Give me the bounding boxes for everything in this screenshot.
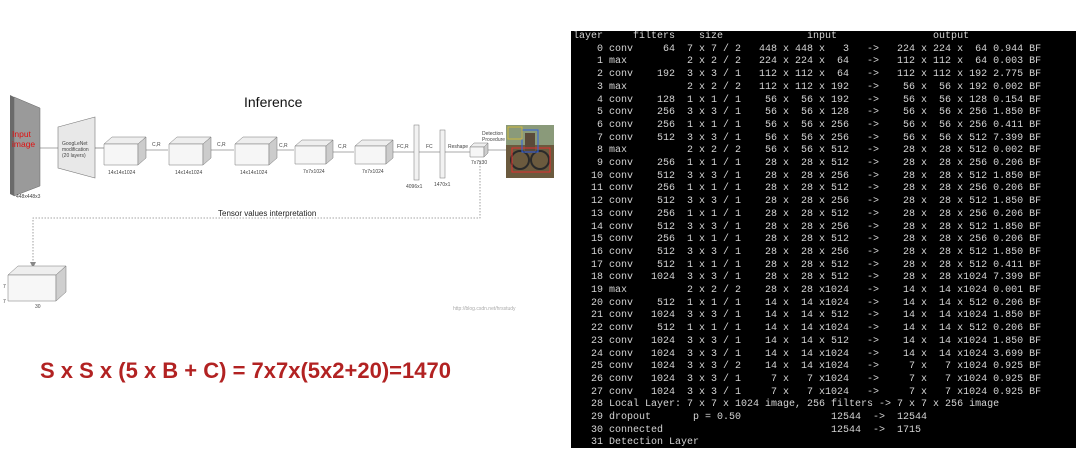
tensor-dim-d: 7 xyxy=(3,299,6,305)
terminal-layer-line: 17 conv 512 1 x 1 / 1 28 x 28 x 512 -> 2… xyxy=(573,259,1042,271)
fc2-size: 1470x1 xyxy=(434,182,451,188)
terminal-layer-line: 16 conv 512 3 x 3 / 1 28 x 28 x 256 -> 2… xyxy=(573,246,1042,258)
terminal-layer-line: 7 conv 512 3 x 3 / 1 56 x 56 x 256 -> 56… xyxy=(573,132,1042,144)
terminal-layer-line: 8 max 2 x 2 / 2 56 x 56 x 512 -> 28 x 28… xyxy=(573,145,1042,157)
googlenet-label: GoogLeNet modification (20 layers) xyxy=(62,141,89,159)
yolo-output-formula: S x S x (5 x B + C) = 7x7x(5x2+20)=1470 xyxy=(40,358,451,383)
fc-layer-4096 xyxy=(413,124,420,181)
terminal-layer-line: 21 conv 1024 3 x 3 / 1 14 x 14 x 512 -> … xyxy=(573,310,1042,322)
diagram-shapes xyxy=(7,95,554,302)
terminal-layer-line: 6 conv 256 1 x 1 / 1 56 x 56 x 256 -> 56… xyxy=(573,119,1042,131)
terminal-layer-line: 30 connected 12544 -> 1715 xyxy=(573,424,922,436)
block-5-size: 7x7x1024 xyxy=(362,169,384,175)
googlenet-block xyxy=(57,116,96,179)
feature-block-2 xyxy=(168,136,212,166)
feature-block-1 xyxy=(103,136,147,166)
terminal-layer-line: 22 conv 512 1 x 1 / 1 14 x 14 x1024 -> 1… xyxy=(573,323,1042,335)
terminal-layer-line: 25 conv 1024 3 x 3 / 2 14 x 14 x1024 -> … xyxy=(573,361,1042,373)
interpretation-arrow-head xyxy=(30,262,36,268)
feature-block-4 xyxy=(294,139,334,165)
terminal-layer-line: 15 conv 256 1 x 1 / 1 28 x 28 x 512 -> 2… xyxy=(573,234,1042,246)
terminal-layer-line: 10 conv 512 3 x 3 / 1 28 x 28 x 256 -> 2… xyxy=(573,170,1042,182)
input-size-label: 448x448x3 xyxy=(16,194,41,200)
terminal-layer-line: 28 Local Layer: 7 x 7 x 1024 image, 256 … xyxy=(573,399,1000,411)
terminal-layer-line: 1 max 2 x 2 / 2 224 x 224 x 64 -> 112 x … xyxy=(573,56,1042,68)
conn-label-3: C,R xyxy=(279,143,288,149)
terminal-layer-line: 12 conv 512 3 x 3 / 1 28 x 28 x 256 -> 2… xyxy=(573,196,1042,208)
terminal-header-line: layer filters size input output xyxy=(573,31,970,42)
input-image-label: Input image xyxy=(12,129,36,149)
terminal-layer-line: 24 conv 1024 3 x 3 / 1 14 x 14 x1024 -> … xyxy=(573,348,1042,360)
fc-layer-1470 xyxy=(439,129,446,179)
terminal-layer-line: 27 conv 1024 3 x 3 / 1 7 x 7 x1024 -> 7 … xyxy=(573,386,1042,398)
terminal-layer-line: 18 conv 1024 3 x 3 / 1 28 x 28 x 512 -> … xyxy=(573,272,1042,284)
terminal-layer-line: 5 conv 256 3 x 3 / 1 56 x 56 x 128 -> 56… xyxy=(573,107,1042,119)
tensor-interpretation-label: Tensor values interpretation xyxy=(218,209,317,218)
watermark: http://blog.csdn.net/hrsstudy xyxy=(453,306,516,312)
terminal-layer-line: 4 conv 128 1 x 1 / 1 56 x 56 x 192 -> 56… xyxy=(573,94,1042,106)
terminal-layer-line: 19 max 2 x 2 / 2 28 x 28 x1024 -> 14 x 1… xyxy=(573,285,1042,296)
fc1-size: 4096x1 xyxy=(406,184,423,190)
terminal-layer-line: 31 Detection Layer xyxy=(573,437,700,448)
tensor-dim-h: 7 xyxy=(3,284,6,290)
conn-label-6: FC xyxy=(426,144,433,150)
terminal-layer-line: 14 conv 512 3 x 3 / 1 28 x 28 x 256 -> 2… xyxy=(573,221,1042,233)
conn-label-5: FC,R xyxy=(397,144,409,150)
feature-block-5 xyxy=(354,139,394,165)
detection-result-image xyxy=(506,125,554,178)
terminal-layer-line: 29 dropout p = 0.50 12544 -> 12544 xyxy=(573,412,928,423)
darknet-terminal-output: layer filters size input output 0 conv 6… xyxy=(571,31,1076,448)
conn-label-2: C,R xyxy=(217,142,226,148)
detection-label: Detection Procedure xyxy=(482,131,506,143)
conn-label-4: C,R xyxy=(338,144,347,150)
block-3-size: 14x14x1024 xyxy=(240,170,268,176)
yolo-inference-diagram: Inference Input image 448x448x3 GoogLeNe… xyxy=(3,94,554,312)
block-1-size: 14x14x1024 xyxy=(108,170,136,176)
terminal-layer-line: 0 conv 64 7 x 7 / 2 448 x 448 x 3 -> 224… xyxy=(573,43,1042,55)
terminal-layer-line: 13 conv 256 1 x 1 / 1 28 x 28 x 512 -> 2… xyxy=(573,208,1042,220)
input-image-slab-side xyxy=(10,95,14,196)
terminal-layer-line: 26 conv 1024 3 x 3 / 1 7 x 7 x1024 -> 7 … xyxy=(573,373,1042,385)
terminal-layer-line: 9 conv 256 1 x 1 / 1 28 x 28 x 512 -> 28… xyxy=(573,158,1042,169)
output-tensor-block xyxy=(469,142,489,158)
terminal-layer-line: 20 conv 512 1 x 1 / 1 14 x 14 x1024 -> 1… xyxy=(573,297,1042,309)
terminal-layer-line: 2 conv 192 3 x 3 / 1 112 x 112 x 64 -> 1… xyxy=(573,69,1042,81)
reshape-size: 7x7x30 xyxy=(471,160,488,166)
feature-block-3 xyxy=(234,136,278,166)
terminal-layer-line: 3 max 2 x 2 / 2 112 x 112 x 192 -> 56 x … xyxy=(573,81,1042,93)
terminal-layer-line: 11 conv 256 1 x 1 / 1 28 x 28 x 512 -> 2… xyxy=(573,183,1042,195)
block-2-size: 14x14x1024 xyxy=(175,170,203,176)
block-4-size: 7x7x1024 xyxy=(303,169,325,175)
conn-label-7: Reshape xyxy=(448,144,469,150)
conn-label-1: C,R xyxy=(152,142,161,148)
terminal-layer-line: 23 conv 1024 3 x 3 / 1 14 x 14 x 512 -> … xyxy=(573,335,1042,347)
tensor-7x7x30-block xyxy=(7,265,67,302)
tensor-dim-w: 30 xyxy=(35,304,41,310)
inference-title: Inference xyxy=(244,94,303,110)
